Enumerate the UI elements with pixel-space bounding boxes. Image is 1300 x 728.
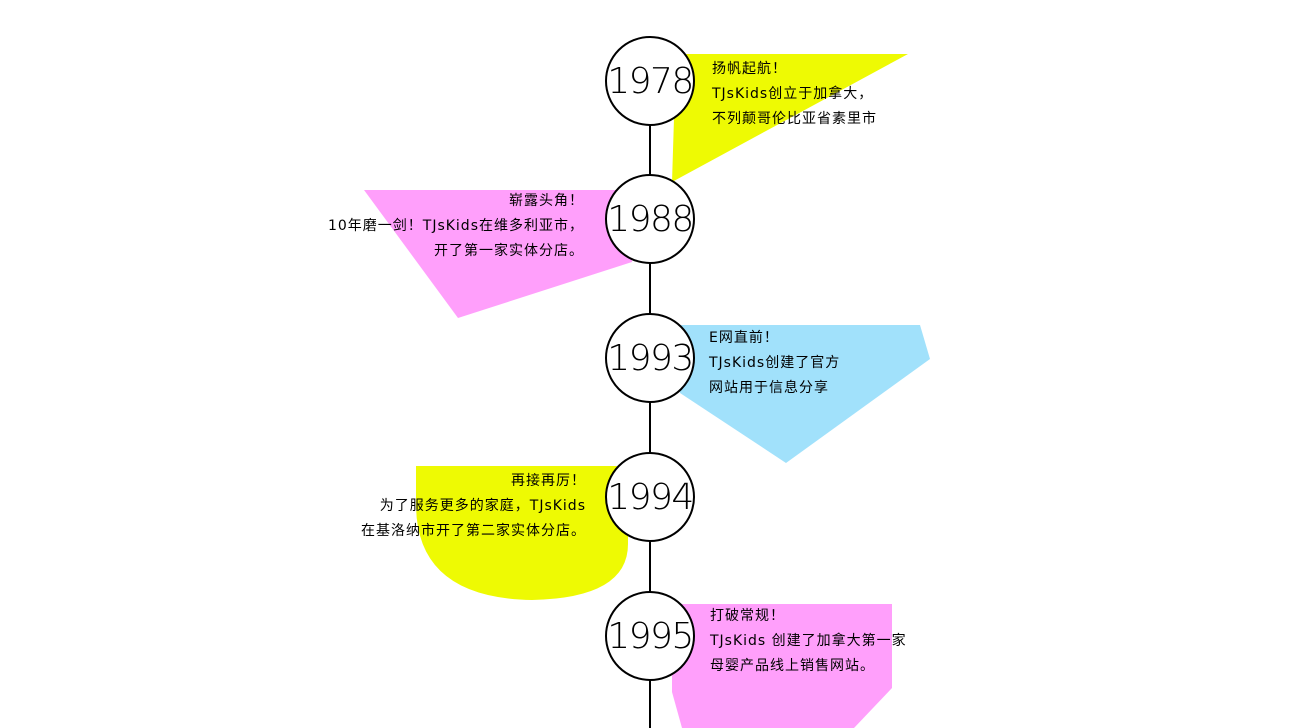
event-1993-line-2: 网站用于信息分享 xyxy=(709,380,829,396)
event-1994-line-1: 为了服务更多的家庭，TJsKids xyxy=(379,498,586,514)
event-1993-title: E网直前！ xyxy=(709,330,779,346)
event-1993-year-badge: 1993 xyxy=(605,313,695,403)
event-1988-title: 崭露头角！ xyxy=(509,193,584,209)
event-1988-year: 1988 xyxy=(607,198,694,240)
event-1978-year-badge: 1978 xyxy=(605,36,695,126)
event-1995-year: 1995 xyxy=(607,615,694,657)
event-1994-year: 1994 xyxy=(607,476,694,518)
event-1988-year-badge: 1988 xyxy=(605,174,695,264)
event-1978-year: 1978 xyxy=(607,60,694,102)
event-1978-shape xyxy=(672,54,908,182)
event-1994-year-badge: 1994 xyxy=(605,452,695,542)
event-1978-line-1: TJsKids创立于加拿大， xyxy=(712,86,874,102)
timeline-line xyxy=(649,80,651,728)
event-1993-text: E网直前！ TJsKids创建了官方 网站用于信息分享 xyxy=(709,326,840,401)
event-1995-text: 打破常规！ TJsKids 创建了加拿大第一家 母婴产品线上销售网站。 xyxy=(710,604,907,679)
event-1978-line-2: 不列颠哥伦比亚省素里市 xyxy=(712,111,877,127)
event-1988-text: 崭露头角！ 10年磨一剑！TJsKids在维多利亚市， 开了第一家实体分店。 xyxy=(328,189,584,264)
event-1978-text: 扬帆起航！ TJsKids创立于加拿大， 不列颠哥伦比亚省素里市 xyxy=(712,57,877,132)
event-1993-shape xyxy=(668,325,930,463)
event-1994-line-2: 在基洛纳市开了第二家实体分店。 xyxy=(361,523,586,539)
event-1988-line-2: 开了第一家实体分店。 xyxy=(434,243,584,259)
event-1995-line-2: 母婴产品线上销售网站。 xyxy=(710,658,875,674)
event-1994-title: 再接再厉！ xyxy=(511,473,586,489)
event-1995-title: 打破常规！ xyxy=(710,608,785,624)
event-1995-year-badge: 1995 xyxy=(605,591,695,681)
event-1993-line-1: TJsKids创建了官方 xyxy=(709,355,841,371)
event-1994-text: 再接再厉！ 为了服务更多的家庭，TJsKids 在基洛纳市开了第二家实体分店。 xyxy=(361,469,586,544)
event-1995-line-1: TJsKids 创建了加拿大第一家 xyxy=(710,633,907,649)
event-1988-line-1: 10年磨一剑！TJsKids在维多利亚市， xyxy=(327,218,584,234)
event-1994-shape xyxy=(416,466,628,600)
event-1978-title: 扬帆起航！ xyxy=(712,61,787,77)
event-1988-shape xyxy=(364,190,632,318)
event-1995-shape xyxy=(672,604,892,728)
event-1993-year: 1993 xyxy=(607,337,694,379)
